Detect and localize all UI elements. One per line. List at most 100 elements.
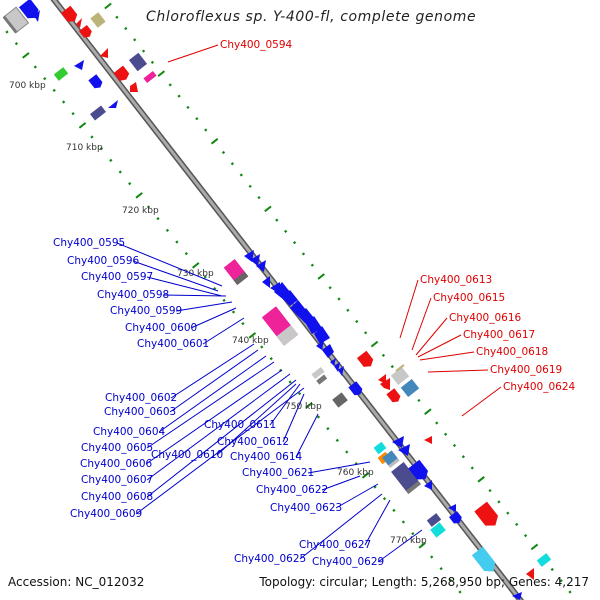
gene-label[interactable]: Chy400_0607 — [81, 474, 153, 486]
major-tick — [104, 2, 112, 10]
gene-label[interactable]: Chy400_0625 — [234, 553, 306, 565]
gene-label[interactable]: Chy400_0616 — [449, 312, 522, 324]
gene-label[interactable]: Chy400_0602 — [105, 392, 177, 404]
gene-label[interactable]: Chy400_0629 — [312, 556, 384, 568]
gene-feature-cluster[interactable] — [244, 250, 344, 376]
gene-feature[interactable] — [143, 70, 157, 84]
gene-label[interactable]: Chy400_0603 — [104, 406, 176, 418]
gene-feature[interactable] — [390, 366, 410, 386]
gene-feature[interactable] — [311, 366, 325, 380]
minor-tick — [458, 590, 462, 594]
minor-tick — [165, 228, 170, 232]
gene-feature[interactable] — [395, 364, 405, 372]
gene-feature[interactable] — [424, 480, 432, 490]
gene-feature[interactable] — [60, 5, 80, 25]
gene-label[interactable]: Chy400_0617 — [463, 329, 535, 341]
gene-feature[interactable] — [378, 374, 386, 384]
gene-feature[interactable] — [108, 100, 118, 108]
gene-feature[interactable] — [74, 60, 84, 70]
minor-tick — [269, 357, 273, 361]
gene-label[interactable]: Chy400_0600 — [125, 322, 197, 334]
gene-label[interactable]: Chy400_0614 — [230, 451, 303, 463]
gene-feature[interactable] — [2, 6, 30, 34]
minor-tick — [417, 398, 421, 403]
gene-feature[interactable] — [474, 501, 501, 531]
gene-feature[interactable] — [90, 12, 106, 28]
gene-label[interactable]: Chy400_0594 — [220, 39, 293, 51]
gene-feature[interactable] — [408, 459, 431, 484]
major-tick — [248, 332, 257, 339]
gene-feature[interactable] — [400, 378, 420, 398]
label-connector-line — [417, 334, 462, 358]
gene-label[interactable]: Chy400_0612 — [217, 436, 289, 448]
gene-label[interactable]: Chy400_0622 — [256, 484, 328, 496]
gene-feature[interactable] — [382, 450, 400, 468]
gene-label[interactable]: Chy400_0613 — [420, 274, 492, 286]
gene-feature[interactable] — [391, 462, 421, 494]
gene-feature[interactable] — [424, 436, 432, 444]
gene-feature[interactable] — [536, 553, 552, 567]
gene-feature[interactable] — [78, 24, 94, 40]
gene-feature[interactable] — [430, 522, 446, 538]
gene-feature[interactable] — [223, 259, 249, 285]
gene-label[interactable]: Chy400_0604 — [93, 426, 166, 438]
gene-feature[interactable] — [316, 374, 328, 385]
gene-feature[interactable] — [392, 436, 404, 448]
gene-feature[interactable] — [128, 52, 148, 72]
gene-feature[interactable] — [448, 510, 464, 526]
gene-feature[interactable] — [113, 65, 131, 84]
gene-feature[interactable] — [512, 592, 522, 600]
gene-label[interactable]: Chy400_0609 — [70, 508, 142, 520]
minor-tick — [43, 77, 47, 81]
gene-label[interactable]: Chy400_0599 — [110, 305, 182, 317]
minor-tick — [168, 83, 172, 87]
label-connector-line — [295, 413, 319, 458]
gene-feature[interactable] — [348, 381, 364, 397]
gene-feature[interactable] — [90, 105, 106, 121]
gene-label[interactable]: Chy400_0595 — [53, 237, 125, 249]
gene-label[interactable]: Chy400_0623 — [270, 502, 342, 514]
gene-feature[interactable] — [53, 67, 69, 81]
gene-label[interactable]: Chy400_0596 — [67, 255, 140, 267]
gene-label[interactable]: Chy400_0605 — [81, 442, 153, 454]
gene-feature[interactable] — [426, 513, 442, 527]
gene-feature[interactable] — [471, 546, 499, 576]
gene-feature[interactable] — [88, 74, 104, 90]
minor-tick — [443, 432, 448, 436]
gene-feature[interactable] — [18, 0, 42, 22]
gene-label[interactable]: Chy400_0606 — [80, 458, 153, 470]
gene-feature[interactable] — [130, 82, 138, 92]
minor-tick — [203, 275, 207, 279]
gene-label[interactable]: Chy400_0598 — [97, 289, 169, 301]
gene-label[interactable]: Chy400_0611 — [204, 419, 276, 431]
minor-tick — [222, 298, 226, 302]
gene-feature[interactable] — [386, 388, 402, 404]
gene-label[interactable]: Chy400_0608 — [81, 491, 153, 503]
gene-feature[interactable] — [380, 378, 390, 390]
gene-label[interactable]: Chy400_0627 — [299, 539, 371, 551]
gene-label[interactable]: Chy400_0597 — [81, 271, 153, 283]
gene-feature[interactable] — [76, 18, 82, 28]
gene-feature[interactable] — [261, 306, 299, 346]
gene-feature[interactable] — [100, 48, 108, 58]
gene-feature[interactable] — [332, 392, 348, 408]
minor-tick — [52, 88, 56, 92]
gene-label[interactable]: Chy400_0601 — [137, 338, 209, 350]
gene-feature[interactable] — [448, 504, 456, 512]
gene-feature[interactable] — [34, 10, 40, 22]
minor-tick — [550, 567, 554, 572]
gene-label[interactable]: Chy400_0624 — [503, 381, 576, 393]
gene-feature[interactable] — [398, 444, 410, 456]
genome-summary: Topology: circular; Length: 5,268,950 bp… — [259, 575, 589, 589]
gene-label[interactable]: Chy400_0615 — [433, 292, 505, 304]
minor-tick — [109, 158, 113, 162]
gene-feature[interactable] — [373, 441, 387, 455]
kbp-label: 730 kbp — [177, 269, 214, 279]
gene-label[interactable]: Chy400_0619 — [490, 364, 562, 376]
gene-feature[interactable] — [356, 350, 376, 370]
gene-label[interactable]: Chy400_0621 — [242, 467, 314, 479]
gene-label[interactable]: Chy400_0610 — [151, 449, 223, 461]
gene-label[interactable]: Chy400_0618 — [476, 346, 548, 358]
gene-feature[interactable] — [526, 568, 534, 580]
